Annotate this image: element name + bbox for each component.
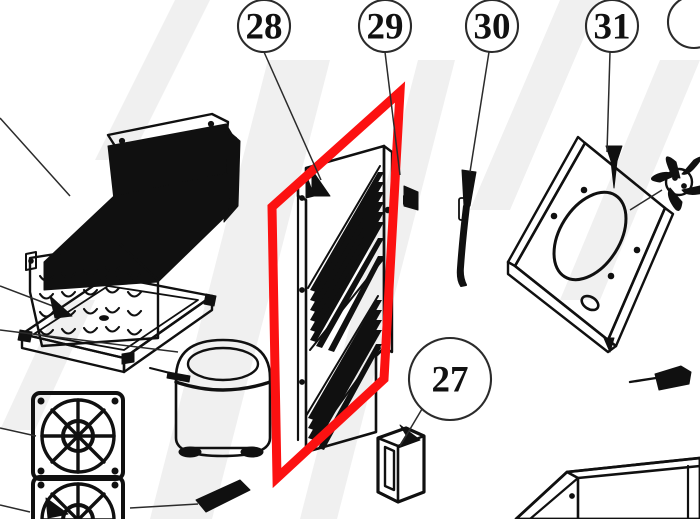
callout-29-circle[interactable] [357,0,413,54]
callout-30-leader [469,51,490,173]
callout-27-circle[interactable] [407,336,493,422]
part-fan-guard-lower [0,475,125,519]
part-lower-strut [129,479,251,513]
callout-layer: 28 29 30 31 27 [236,0,700,447]
callout-29-leader [384,51,401,176]
callout-28-label: 28 [246,7,283,48]
callout-29-label: 29 [367,7,404,48]
part-condenser-coil [0,112,241,348]
part-sensor-probe [456,169,477,287]
part-fan-impeller [629,156,700,211]
part-fan-shroud [506,135,675,354]
callout-27-leader [399,408,423,447]
part-compressor [149,338,272,458]
part-base-enclosure [514,456,700,519]
callout-27-label: 27 [432,360,469,401]
callout-30[interactable]: 30 [464,0,520,54]
callout-32-partial[interactable] [666,0,700,50]
callout-32-partial-circle[interactable] [666,0,700,50]
callout-31-leader [606,51,611,153]
callout-31-circle[interactable] [584,0,640,54]
part-fitting [628,365,692,391]
part-bracket-box [376,424,426,504]
part-louvered-panel [296,144,419,454]
callout-28[interactable]: 28 [236,0,292,54]
callout-30-circle[interactable] [464,0,520,54]
callout-31[interactable]: 31 [584,0,640,54]
callout-28-circle[interactable] [236,0,292,54]
callout-28-leader [263,51,322,181]
callout-27[interactable]: 27 [407,336,493,422]
callout-30-label: 30 [474,7,511,48]
red-selection-outline [267,81,406,489]
callout-29[interactable]: 29 [357,0,413,54]
part-drip-tray [0,274,217,374]
callout-31-label: 31 [594,7,631,48]
